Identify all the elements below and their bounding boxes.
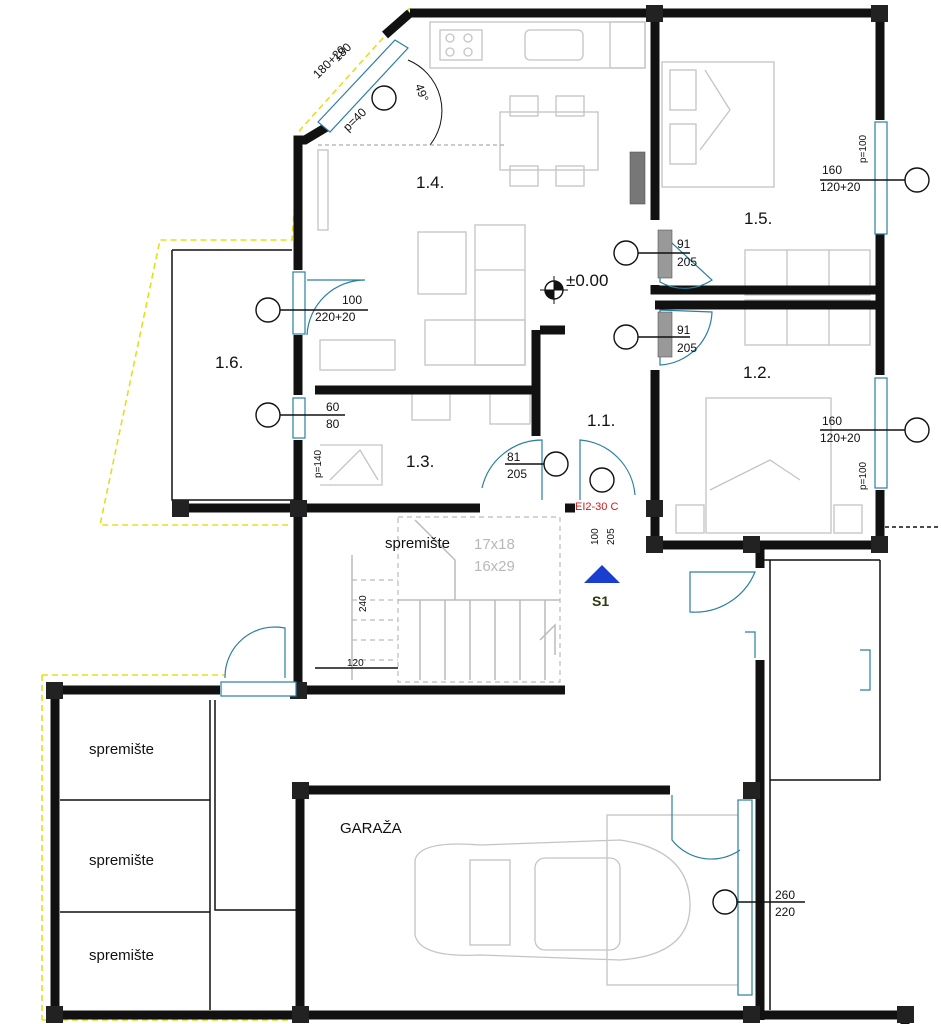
- room-1-3-label: 1.3.: [406, 452, 434, 471]
- staircase: [315, 516, 561, 683]
- room-1-2-label: 1.2.: [743, 363, 771, 382]
- level-value: ±0.00: [566, 271, 608, 290]
- window-1-5-parapet: p=100: [858, 134, 869, 163]
- window-1-6-width: 100: [342, 293, 362, 307]
- radiators: [629, 151, 673, 358]
- window-1-3-width: 60: [326, 400, 340, 414]
- door-a-height: 205: [677, 255, 697, 269]
- window-1-4-height: 180+20: [310, 43, 349, 82]
- columns: [46, 5, 914, 1023]
- level-marker: [540, 276, 568, 304]
- entry-door-width: 100: [590, 528, 601, 545]
- garage-label: GARAŽA: [340, 820, 402, 837]
- room-1-5-label: 1.5.: [744, 209, 772, 228]
- windows: [220, 39, 888, 996]
- door-c-height: 205: [507, 467, 527, 481]
- storage-top-label: spremište: [385, 535, 450, 552]
- entry-door-height: 205: [606, 528, 617, 545]
- plot-boundary: [41, 7, 411, 1021]
- fire-door-rating: EI2-30 C: [575, 501, 618, 513]
- door-b-width: 91: [677, 323, 691, 337]
- annotation-circles: [255, 59, 930, 915]
- door-a-width: 91: [677, 237, 691, 251]
- section-label: S1: [592, 593, 609, 609]
- window-1-5-height: 120+20: [820, 180, 861, 194]
- door-b-height: 205: [677, 341, 697, 355]
- storage-1-label: spremište: [89, 741, 154, 758]
- storage-2-label: spremište: [89, 852, 154, 869]
- garage-door-width: 260: [775, 888, 795, 902]
- angle-label: 49°: [412, 82, 431, 104]
- stair-ratio-2: 16x29: [474, 558, 515, 575]
- room-1-4-label: 1.4.: [416, 173, 444, 192]
- window-1-5-width: 160: [822, 163, 842, 177]
- garage-door-height: 220: [775, 905, 795, 919]
- window-1-6-height: 220+20: [315, 310, 356, 324]
- window-1-3-parapet: p=140: [313, 449, 324, 478]
- furniture: [317, 21, 871, 986]
- storage-3-label: spremište: [89, 947, 154, 964]
- room-1-1-label: 1.1.: [587, 411, 615, 430]
- window-1-3-height: 80: [326, 417, 340, 431]
- window-1-2-parapet: p=100: [858, 461, 869, 490]
- room-1-6-label: 1.6.: [215, 353, 243, 372]
- car-outline: [414, 814, 744, 986]
- window-1-2-width: 160: [822, 414, 842, 428]
- doors: [224, 230, 871, 860]
- section-marker-icon: [584, 565, 620, 583]
- door-c-width: 81: [507, 450, 521, 464]
- stair-width: 120: [347, 658, 364, 669]
- stair-ratio-1: 17x18: [474, 536, 515, 553]
- walls: [50, 8, 941, 1024]
- stair-length: 240: [358, 595, 369, 612]
- window-1-2-height: 120+20: [820, 431, 861, 445]
